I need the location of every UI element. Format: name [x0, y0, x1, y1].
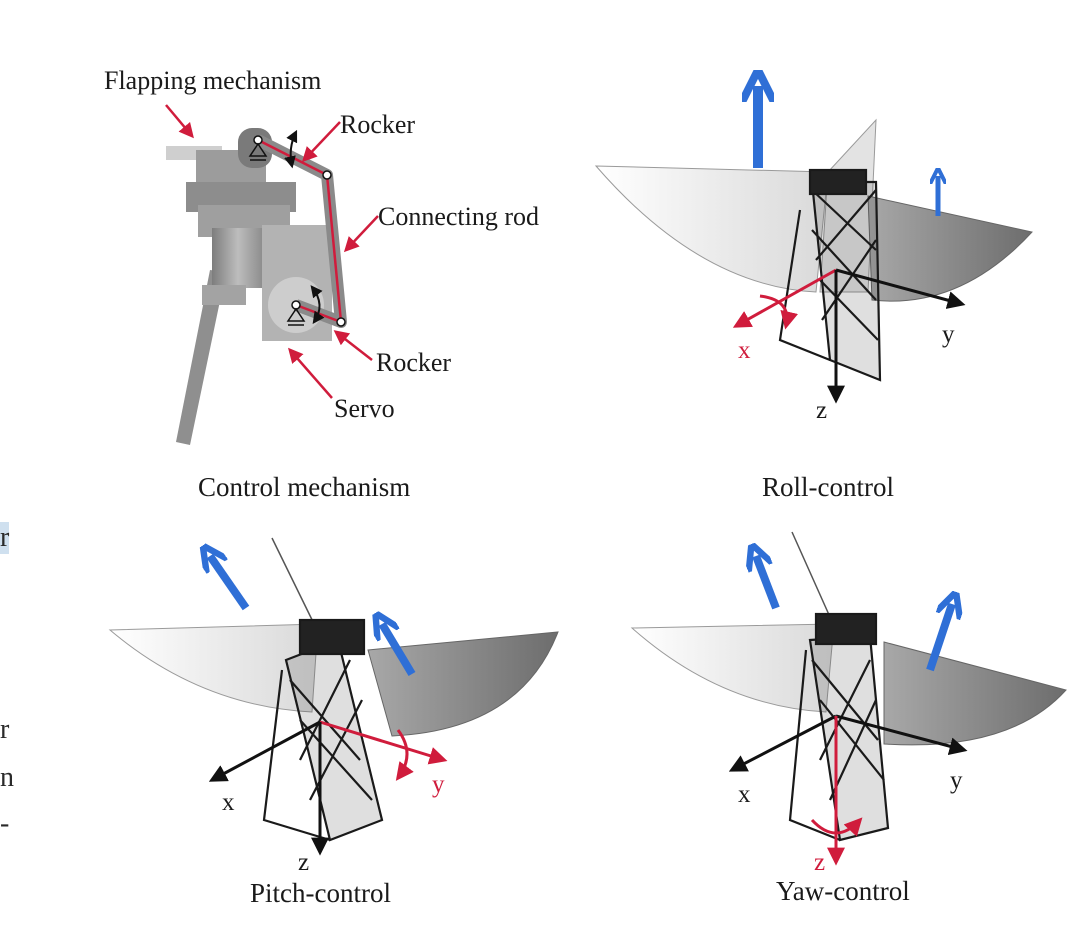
rocker-bottom-pointer: [333, 330, 373, 361]
yaw-left-wing: [630, 623, 835, 713]
control-mechanism-panel: [165, 104, 379, 445]
control-mechanism-caption: Control mechanism: [198, 472, 411, 502]
mechanism-rod: [176, 270, 226, 445]
yaw-x-axis: [728, 714, 837, 772]
pitch-y-label: y: [432, 771, 445, 798]
flapping-mechanism-body: [166, 128, 296, 305]
yaw-y-axis: [835, 714, 968, 756]
roll-x-axis: [732, 268, 837, 328]
yaw-control-panel: [630, 531, 1067, 866]
yaw-thrust-arrow-left: [756, 556, 780, 610]
pitch-left-wing: [108, 623, 319, 713]
pitch-thrust-arrow-right: [382, 624, 416, 677]
rocker-top-label: Rocker: [340, 110, 416, 139]
roll-y-axis: [835, 268, 966, 309]
servo-label: Servo: [334, 394, 395, 423]
pitch-control-caption: Pitch-control: [250, 878, 391, 908]
roll-left-wing: [594, 165, 829, 293]
page-edge-text-2: r: [0, 714, 10, 745]
servo-rotation-arrow: [310, 285, 325, 324]
roll-right-wing: [867, 195, 1033, 302]
connecting-rod-label: Connecting rod: [378, 202, 540, 231]
page-edge-text-3: n: [0, 762, 14, 793]
roll-control-caption: Roll-control: [762, 472, 894, 502]
yaw-x-label: x: [738, 781, 751, 808]
yaw-z-label: z: [814, 849, 826, 876]
page-edge-text-4: -: [0, 808, 10, 839]
pivot-symbol-bottom: [286, 307, 306, 326]
pitch-x-label: x: [222, 789, 235, 816]
pitch-right-wing: [367, 631, 559, 737]
pitch-airframe: [262, 618, 384, 842]
roll-x-label: x: [738, 337, 751, 364]
page-edge-text-1: r: [0, 522, 10, 554]
pitch-thrust-arrow-left: [210, 556, 250, 611]
yaw-airframe: [788, 612, 890, 842]
rocker-top-pointer: [301, 121, 341, 163]
roll-airframe: [778, 168, 882, 382]
pivot-symbol-top: [248, 142, 268, 161]
roll-y-label: y: [942, 321, 955, 348]
pitch-control-panel: [108, 537, 559, 856]
flapping-mechanism-pointer: [165, 104, 194, 139]
rocker-rotation-arrow-top: [284, 129, 298, 169]
roll-z-label: z: [816, 397, 828, 424]
yaw-thrust-arrow-right: [926, 604, 952, 672]
connecting-rod-pointer: [343, 215, 379, 253]
pitch-x-axis: [208, 720, 321, 782]
roll-x-rotation-arrow: [759, 294, 799, 330]
pitch-y-rotation-arrow: [395, 729, 414, 781]
yaw-y-label: y: [950, 767, 963, 794]
flapping-mechanism-label: Flapping mechanism: [104, 66, 322, 95]
pitch-z-label: z: [298, 849, 310, 876]
pitch-leading-edge: [271, 537, 319, 633]
yaw-z-rotation-arrow: [810, 817, 863, 837]
yaw-control-caption: Yaw-control: [776, 876, 910, 906]
rocker-bottom-label: Rocker: [376, 348, 452, 377]
yaw-right-wing: [883, 641, 1067, 746]
yaw-leading-edge: [791, 531, 835, 627]
servo-pointer: [288, 347, 333, 399]
pitch-y-axis: [319, 720, 448, 765]
roll-control-panel: [594, 86, 1033, 404]
